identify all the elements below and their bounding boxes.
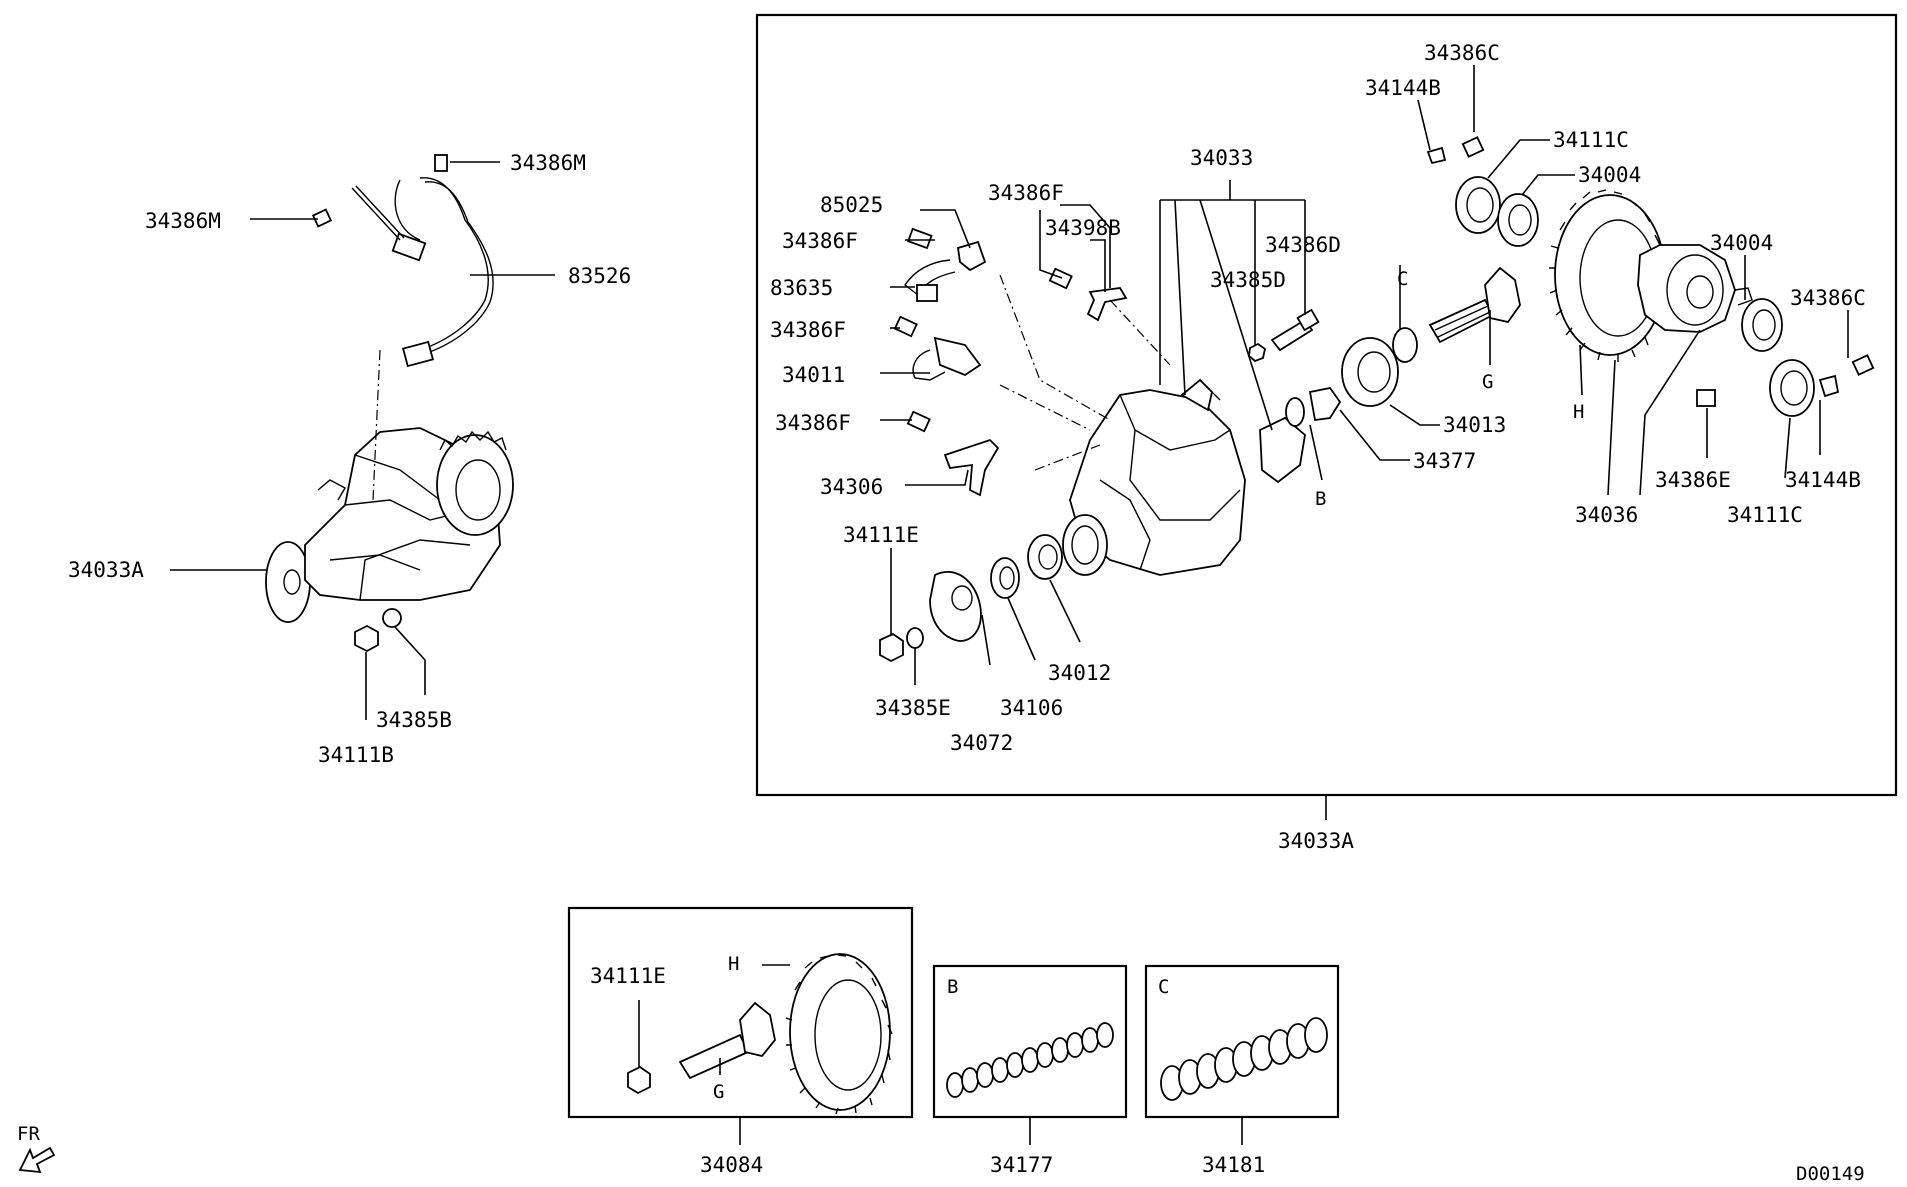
label-34386M-top: 34386M <box>510 151 586 175</box>
label-34011: 34011 <box>782 363 845 387</box>
bolt-34386F-b <box>1048 267 1073 290</box>
differential-carrier <box>1062 384 1246 576</box>
label-34386F-a: 34386F <box>782 229 858 253</box>
bracket-34398B <box>1086 287 1128 322</box>
callout-H-main: H <box>1573 401 1584 423</box>
bolt-34386E <box>1696 389 1716 407</box>
label-34386F-d: 34386F <box>775 411 851 435</box>
leader-lines <box>880 65 1849 685</box>
nut-34111E-kit <box>627 1065 651 1095</box>
label-34181: 34181 <box>1202 1153 1265 1177</box>
label-34386M-left: 34386M <box>145 209 221 233</box>
bolt-34386F-d <box>906 410 931 433</box>
label-34084: 34084 <box>700 1153 763 1177</box>
bolt-34386M-left <box>311 208 333 228</box>
label-34144B-top: 34144B <box>1365 76 1441 100</box>
lock-34144B-right <box>1818 374 1840 398</box>
sensor-34011 <box>933 336 982 377</box>
label-34111E-kit: 34111E <box>590 964 666 988</box>
bearing-34004-right <box>1741 298 1783 352</box>
sensor-85025 <box>956 240 987 272</box>
differential-case-34036 <box>1637 244 1753 333</box>
washer-34385E <box>906 627 924 649</box>
callout-G-main: G <box>1482 371 1493 393</box>
leader-lines-left <box>170 161 555 720</box>
label-34386C-right: 34386C <box>1790 286 1866 310</box>
bolt-34386F-a <box>907 227 933 250</box>
label-34013: 34013 <box>1443 413 1506 437</box>
callout-C-main: C <box>1397 268 1408 290</box>
bolt-34386F-c <box>893 315 918 338</box>
label-34386E: 34386E <box>1655 468 1731 492</box>
label-34111C-top: 34111C <box>1553 128 1629 152</box>
label-34144B-right: 34144B <box>1785 468 1861 492</box>
label-34036: 34036 <box>1575 503 1638 527</box>
drive-pinion-G <box>1428 266 1521 344</box>
spacer-34377 <box>1308 387 1342 422</box>
speed-sensor-harness <box>351 177 494 368</box>
bearing-34013 <box>1341 337 1399 407</box>
label-34111B: 34111B <box>318 743 394 767</box>
callout-H-kit: H <box>728 953 739 975</box>
shim-set-b-parts <box>946 1022 1114 1098</box>
label-83635: 83635 <box>770 276 833 300</box>
label-34106: 34106 <box>1000 696 1063 720</box>
front-direction-arrow-icon <box>18 1146 56 1174</box>
complete-differential-assembly <box>265 427 514 623</box>
label-34004-top: 34004 <box>1578 163 1641 187</box>
bolt-34386M-top <box>434 154 448 172</box>
diagram-id: D00149 <box>1796 1163 1865 1185</box>
label-34385B: 34385B <box>376 708 452 732</box>
label-85025: 85025 <box>820 193 883 217</box>
bearing-34004-top <box>1497 193 1539 247</box>
seal-34106 <box>990 557 1020 599</box>
label-34004-right: 34004 <box>1710 231 1773 255</box>
label-34072: 34072 <box>950 731 1013 755</box>
bolt-34386C-top <box>1461 136 1485 158</box>
label-34385D: 34385D <box>1210 268 1286 292</box>
bracket-34306 <box>943 438 1000 497</box>
callout-B-kit: B <box>947 976 958 998</box>
shim-C <box>1392 327 1418 363</box>
harness-83635 <box>904 259 956 297</box>
bearing-cap-upper <box>1180 378 1213 412</box>
washer-34385B <box>382 608 402 628</box>
label-34033A-left: 34033A <box>68 558 144 582</box>
label-34377: 34377 <box>1413 449 1476 473</box>
shim-B <box>1285 397 1305 427</box>
callout-G-kit: G <box>713 1081 724 1103</box>
label-34033: 34033 <box>1190 146 1253 170</box>
label-34111E-main: 34111E <box>843 523 919 547</box>
washer-34385D <box>1248 342 1267 363</box>
label-34386C-top: 34386C <box>1424 41 1500 65</box>
label-34306: 34306 <box>820 475 883 499</box>
bearing-34111C-right <box>1769 359 1815 417</box>
callout-B-main: B <box>1315 488 1326 510</box>
label-34386F-c: 34386F <box>770 318 846 342</box>
label-34386D: 34386D <box>1265 233 1341 257</box>
label-34177: 34177 <box>990 1153 1053 1177</box>
bolt-34386D <box>1270 318 1314 352</box>
shim-set-c-parts <box>1160 1017 1328 1101</box>
bolt-34386C-right <box>1851 354 1875 376</box>
bearing-34111C-top <box>1455 176 1501 234</box>
label-front-direction: FR <box>17 1123 40 1145</box>
label-34386F-b: 34386F <box>988 181 1064 205</box>
nut-34111B <box>354 624 379 653</box>
gear-set-kit-parts <box>627 953 893 1115</box>
bearing-34012 <box>1027 534 1063 580</box>
callout-C-kit: C <box>1158 976 1169 998</box>
label-34111C-right: 34111C <box>1727 503 1803 527</box>
label-34033A-box: 34033A <box>1278 829 1354 853</box>
lock-34144B-top <box>1426 146 1447 165</box>
label-34385E: 34385E <box>875 696 951 720</box>
label-83526: 83526 <box>568 264 631 288</box>
label-34012: 34012 <box>1048 661 1111 685</box>
nut-34111E <box>879 632 904 663</box>
bearing-cap-lower <box>1259 416 1306 484</box>
label-34398B: 34398B <box>1045 216 1121 240</box>
